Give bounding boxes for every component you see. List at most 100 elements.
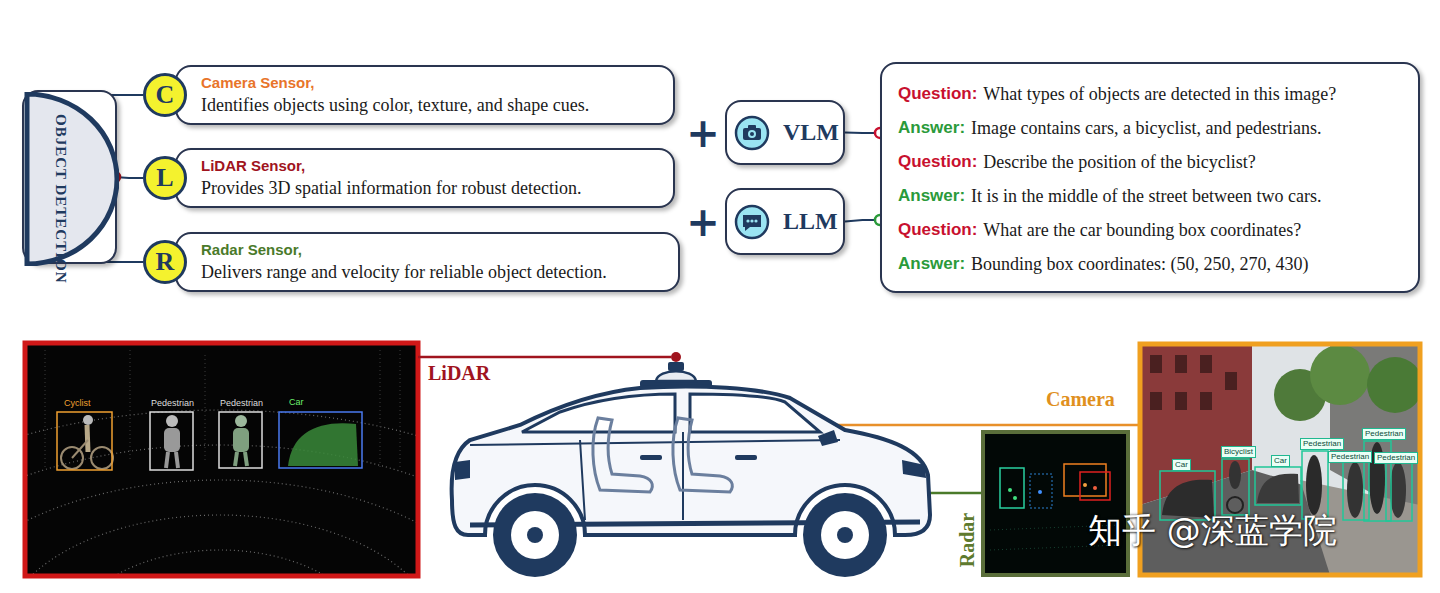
lidar-panel [44, 350, 45, 470]
camera-panel [1343, 462, 1369, 520]
camera-icon [743, 128, 761, 140]
lidar-panel [57, 412, 112, 470]
lidar-panel [166, 415, 178, 427]
chat-icon [743, 215, 761, 231]
car-illustration [511, 511, 559, 559]
car-illustration [803, 493, 887, 577]
camera-panel [1150, 392, 1162, 410]
chat-icon [736, 206, 768, 238]
qa-row: Answer:It is in the middle of the street… [898, 179, 1404, 213]
sensor-description: Delivers range and velocity for reliable… [201, 260, 666, 284]
lidar-panel [233, 428, 249, 452]
detection-tag: Pedestrian [151, 398, 194, 409]
camera-panel [1200, 355, 1212, 373]
lidar-panel [235, 415, 247, 427]
camera-panel [1222, 459, 1249, 515]
detection-tag: Pedestrian [1374, 452, 1418, 464]
lidar-panel [25, 515, 418, 576]
chat-icon [754, 219, 757, 222]
lidar-panel [87, 425, 88, 452]
model-box: LLM [725, 188, 845, 255]
car-illustration [522, 394, 675, 432]
sensor-box: LiDAR Sensor,Provides 3D spatial informa… [175, 148, 675, 208]
qa-label: Question: [898, 152, 977, 172]
lidar-panel [129, 350, 130, 460]
car-illustration [673, 418, 732, 492]
sensor-letter: C [156, 82, 175, 108]
radar-panel [1083, 483, 1087, 487]
radar-panel [1093, 486, 1097, 490]
sensor-label: Camera [1046, 388, 1115, 411]
car-illustration [821, 511, 869, 559]
lidar-panel [150, 412, 193, 470]
qa-text: It is in the middle of the street betwee… [971, 186, 1321, 207]
lidar-panel [25, 350, 418, 576]
leader-line [418, 356, 671, 359]
lidar-panel [164, 428, 180, 452]
camera-panel [1175, 355, 1187, 373]
detection-tag: Pedestrian [1362, 428, 1406, 440]
car-illustration [580, 440, 585, 520]
lidar-panel [70, 550, 370, 576]
qa-label: Answer: [898, 118, 965, 138]
camera-icon [734, 115, 770, 151]
camera-panel [1390, 462, 1406, 518]
lidar-panel [25, 343, 418, 576]
camera-panel [1255, 467, 1301, 505]
camera-panel [1257, 474, 1299, 503]
lidar-panel [25, 480, 418, 576]
detection-tag: Pedestrian [1328, 451, 1372, 463]
qa-text: What types of objects are detected in th… [983, 84, 1336, 105]
car-illustration [656, 371, 696, 381]
model-icon [734, 115, 770, 155]
model-box: VLM [725, 100, 845, 165]
car-illustration [735, 455, 757, 460]
qa-row: Question:What are the car bounding box c… [898, 213, 1404, 247]
camera-panel [1386, 463, 1412, 521]
qa-text: What are the car bounding box coordinate… [983, 220, 1301, 241]
camera-panel [1200, 392, 1212, 410]
plus-sign: + [686, 202, 720, 242]
camera-panel [1310, 345, 1370, 405]
lidar-panel [25, 343, 418, 576]
radar-panel [1030, 474, 1052, 508]
sensor-title: LiDAR Sensor, [201, 156, 661, 176]
lidar-panel [279, 412, 362, 468]
leader-line [671, 352, 681, 362]
qa-text: Image contains cars, a bicyclist, and pe… [971, 118, 1321, 139]
sensor-label: LiDAR [428, 362, 490, 385]
camera-panel [1347, 462, 1363, 518]
qa-text: Bounding box coordinates: (50, 250, 270,… [971, 254, 1308, 275]
car-illustration [455, 460, 470, 480]
lidar-panel [245, 452, 247, 466]
lidar-panel [176, 452, 178, 468]
car-illustration [682, 432, 684, 520]
detection-tag: Bicyclist [1221, 446, 1256, 458]
qa-row: Answer: Bounding box coordinates: (50, 25… [898, 247, 1404, 281]
lidar-panel [204, 355, 205, 460]
radar-panel [983, 432, 1128, 575]
radar-panel [983, 432, 1128, 575]
car-illustration [690, 394, 820, 432]
detection-half-disc: OBJECT DETECTION [22, 90, 117, 264]
radar-panel [1080, 472, 1110, 500]
car-illustration [452, 362, 930, 577]
lidar-panel [83, 415, 93, 425]
camera-panel [1150, 355, 1162, 373]
camera-panel [1175, 392, 1187, 410]
qa-label: Question: [898, 84, 977, 104]
lidar-panel [91, 447, 113, 469]
sensor-title: Camera Sensor, [201, 73, 661, 93]
chat-icon [750, 219, 753, 222]
radar-panel [983, 432, 1128, 575]
camera-icon [736, 117, 768, 149]
sensor-description: Provides 3D spatial information for robu… [201, 176, 661, 200]
camera-icon [748, 130, 756, 138]
car-illustration [493, 493, 577, 577]
lidar-panel [399, 350, 400, 470]
sensor-box: Camera Sensor,Identifies objects using c… [175, 65, 675, 125]
sensor-description: Identifies objects using color, texture,… [201, 93, 661, 117]
qa-label: Answer: [898, 254, 965, 274]
half-disc-outline [24, 92, 119, 266]
